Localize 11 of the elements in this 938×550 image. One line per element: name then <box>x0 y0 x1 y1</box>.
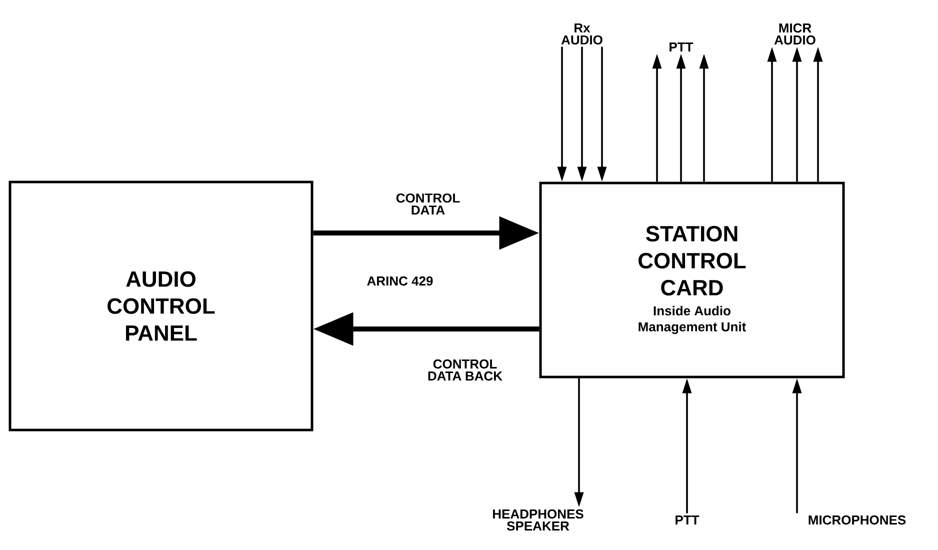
edge-label: CONTROL DATA <box>396 193 460 215</box>
signal-label: MICROPHONES <box>808 515 906 525</box>
signal-label: Rx AUDIO <box>561 23 602 45</box>
signal-label: PTT <box>670 42 694 52</box>
signal-label: MICR AUDIO <box>774 23 816 45</box>
edge-label: CONTROL DATA BACK <box>428 359 502 381</box>
block-box: AUDIO CONTROL PANEL <box>8 180 314 432</box>
signal-label: PTT <box>676 516 700 524</box>
bus-label: ARINC 429 <box>367 276 433 286</box>
signal-label: HEADPHONES SPEAKER <box>493 509 584 531</box>
block-box: STATION CONTROL CARD Inside Audio Management Unit <box>539 182 845 378</box>
